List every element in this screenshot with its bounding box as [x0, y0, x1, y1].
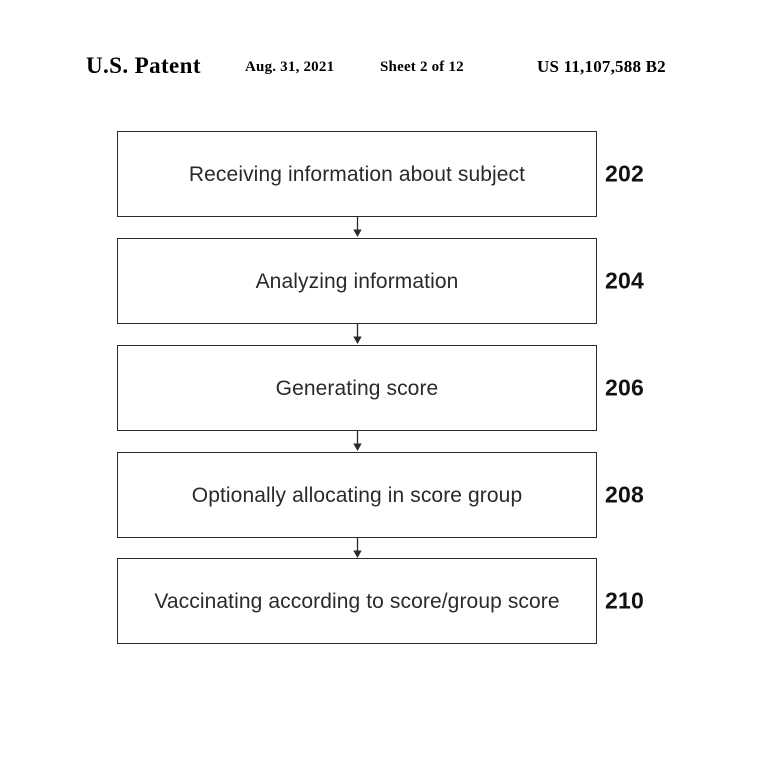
process-box-label: Generating score — [275, 376, 439, 400]
process-box-label: Receiving information about subject — [188, 162, 526, 186]
flowchart-step-208: Optionally allocating in score group 208 — [117, 452, 644, 538]
sheet-number: Sheet 2 of 12 — [380, 59, 464, 75]
reference-numeral: 206 — [605, 374, 644, 401]
flowchart-step-204: Analyzing information 204 — [117, 238, 644, 324]
reference-numeral: 210 — [605, 587, 644, 614]
flowchart-step-210: Vaccinating according to score/group sco… — [117, 558, 644, 644]
patent-number: US 11,107,588 B2 — [537, 57, 666, 76]
flow-arrow-icon — [352, 431, 363, 452]
process-box-label: Analyzing information — [255, 269, 459, 293]
flow-arrow-icon — [352, 217, 363, 238]
reference-numeral: 208 — [605, 481, 644, 508]
process-box: Analyzing information — [117, 238, 597, 324]
flow-arrow-icon — [352, 538, 363, 559]
process-box-label: Optionally allocating in score group — [191, 483, 523, 507]
patent-issue-date: Aug. 31, 2021 — [245, 59, 335, 75]
process-box: Vaccinating according to score/group sco… — [117, 558, 597, 644]
process-box-label: Vaccinating according to score/group sco… — [154, 589, 560, 613]
process-box: Generating score — [117, 345, 597, 431]
process-box: Optionally allocating in score group — [117, 452, 597, 538]
flowchart-step-202: Receiving information about subject 202 — [117, 131, 644, 217]
patent-office-title: U.S. Patent — [86, 53, 201, 78]
patent-header: U.S. Patent Aug. 31, 2021 Sheet 2 of 12 … — [0, 53, 767, 82]
process-box: Receiving information about subject — [117, 131, 597, 217]
flow-arrow-icon — [352, 324, 363, 345]
reference-numeral: 204 — [605, 267, 644, 294]
reference-numeral: 202 — [605, 160, 644, 187]
flowchart-step-206: Generating score 206 — [117, 345, 644, 431]
